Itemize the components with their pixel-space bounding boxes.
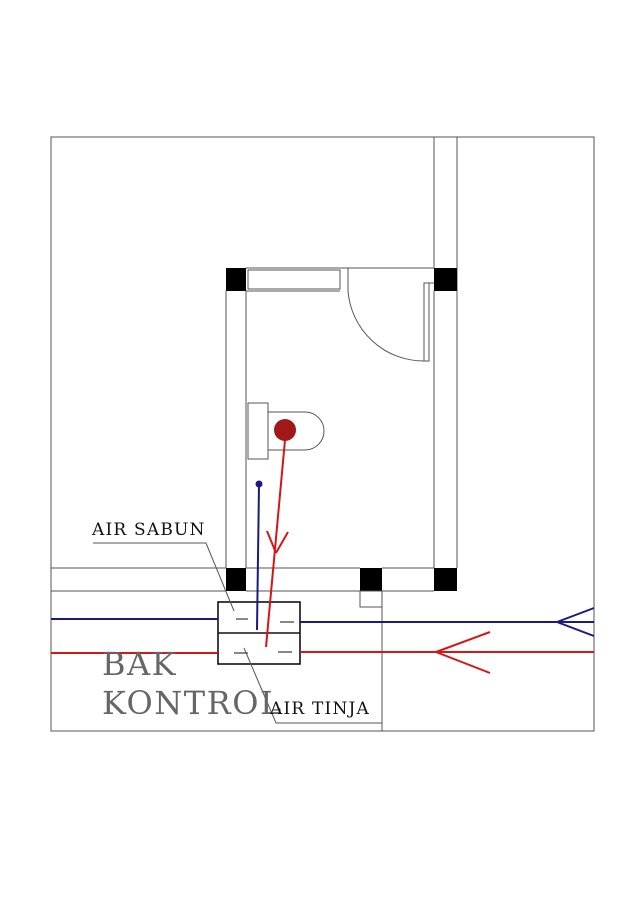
label-leaders	[93, 542, 382, 724]
column-bottom-right	[434, 568, 457, 591]
bottom-wall-strip	[51, 567, 434, 592]
bathroom-walls	[225, 267, 458, 568]
bak-kontrol-label-line1: BAK	[102, 645, 177, 683]
toilet-outlet-point	[274, 419, 296, 441]
toilet-fixture	[247, 402, 325, 460]
soap-water-pipe	[51, 484, 594, 631]
control-box	[217, 601, 301, 665]
pier-and-grid-line	[359, 590, 383, 731]
air-sabun-label: AIR SABUN	[91, 520, 206, 540]
soap-water-flow-arrow	[556, 607, 595, 637]
sewage-pipe	[51, 439, 594, 654]
structural-columns	[226, 268, 457, 591]
sewage-flow-arrow-horizontal	[435, 631, 491, 674]
column-top-left	[226, 268, 246, 291]
drawing-frame	[50, 136, 595, 732]
right-wall-strip	[433, 137, 458, 268]
column-top-right	[434, 268, 457, 291]
floor-drain-point	[255, 480, 263, 488]
sewage-flow-arrow-vertical	[266, 530, 289, 554]
air-tinja-label: AIR TINJA	[269, 699, 370, 719]
control-box-pipe-stubs	[234, 618, 294, 654]
column-bottom-left	[226, 568, 246, 591]
column-bottom-middle	[360, 568, 382, 591]
door	[347, 268, 434, 362]
bak-kontrol-label-line2: KONTROL	[102, 684, 283, 722]
